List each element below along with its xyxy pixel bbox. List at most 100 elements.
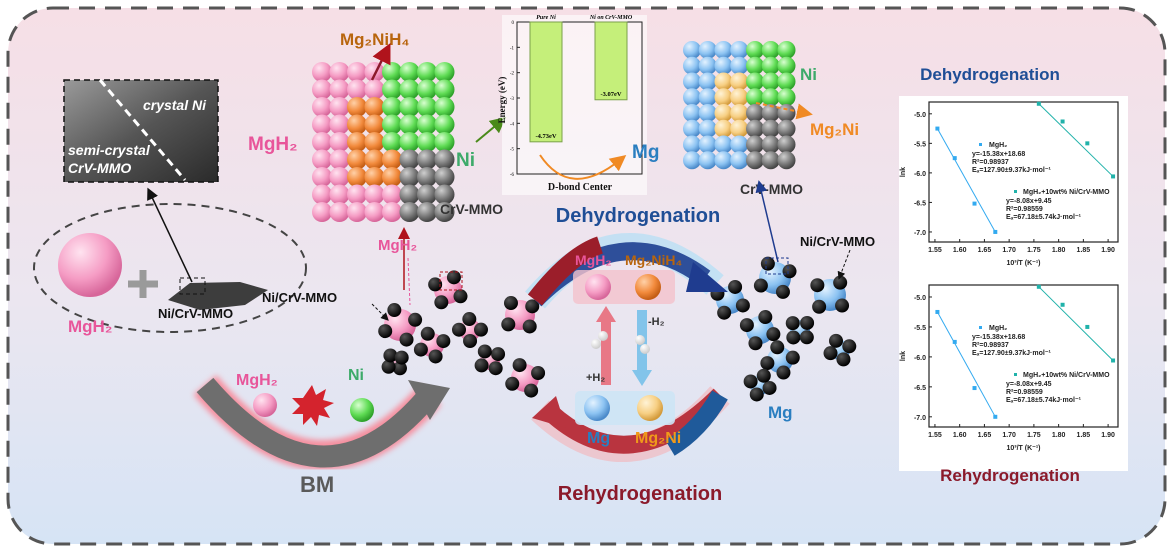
x-axis-label: 10³/T (K⁻¹)	[1006, 445, 1040, 452]
bar-category-label: Pure Ni	[536, 15, 556, 21]
h2-molecule	[635, 335, 645, 345]
bar-1	[594, 21, 628, 101]
mg2nih4-atom	[382, 167, 402, 187]
ni-atom	[417, 132, 437, 152]
dband-shift-arrow	[539, 154, 627, 180]
ni-crv-mmo-particle	[760, 356, 775, 371]
cycle-label-mg2ni: Mg₂Ni	[635, 430, 681, 447]
ni-crv-mmo-particle	[753, 278, 768, 293]
crystal-label-mg2ni: Mg₂Ni	[810, 120, 859, 139]
mg-atom	[683, 56, 701, 75]
mgh2-atom	[312, 132, 332, 152]
cr-v-mmo-atom	[746, 135, 764, 154]
mg-atom	[683, 151, 701, 170]
ni-crv-mmo-particle	[758, 310, 773, 325]
ni-crv-mmo-particle	[762, 380, 777, 395]
ni-crv-mmo-particle	[524, 383, 539, 398]
bar-xlabel: D-bond Center	[548, 182, 613, 193]
cr-v-mmo-atom	[434, 202, 455, 222]
crystal-label-crv-mmo: CrV-MMO	[440, 201, 503, 217]
label-ni-crv-mmo: Ni/CrV-MMO	[158, 306, 233, 321]
legend-ea: Eₐ=127.90±9.37kJ·mol⁻¹	[972, 167, 1052, 174]
tem-pointer-arrow	[147, 187, 193, 283]
data-point	[1036, 284, 1041, 289]
cycle-mg2ni-sphere	[637, 395, 663, 421]
legend-fit: y=-8.08x+9.45	[1006, 381, 1052, 388]
crystal-label-mg: Mg	[632, 142, 659, 163]
crystal-label-ni-blue: Ni	[800, 65, 817, 84]
ni-crv-mmo-particle	[785, 316, 800, 331]
ni-crv-mmo-particle	[776, 365, 791, 380]
crystal-label-ni: Ni	[456, 150, 475, 171]
legend-fit: y=-15.38x+18.68	[972, 151, 1025, 158]
ni-atom	[777, 41, 796, 59]
ni-atom	[746, 88, 764, 107]
cr-v-mmo-atom	[434, 167, 455, 187]
ni-crv-mmo-particle	[786, 330, 801, 345]
mg2nih4-atom	[347, 167, 367, 187]
bar-0	[529, 21, 563, 143]
ni-crv-mmo-particle	[812, 299, 827, 314]
data-point	[1111, 358, 1116, 363]
mg-atom	[698, 41, 717, 59]
mg-atom	[714, 41, 733, 59]
mg2nih4-atom	[364, 114, 385, 135]
cr-v-mmo-atom	[761, 151, 780, 170]
y-tick-label: -5.5	[914, 325, 926, 332]
mg-atom	[698, 72, 717, 91]
mgh2-atom	[347, 184, 367, 205]
zoom-blue-arrow	[755, 180, 779, 263]
bm-mgh2-sphere	[253, 393, 277, 417]
ni-crv-mmo-particle	[413, 342, 428, 357]
ni-atom	[761, 41, 780, 59]
particles-label-ni-crv-mmo: Ni/CrV-MMO	[262, 290, 337, 305]
mg2ni-atom	[730, 88, 749, 107]
legend-ea: Eₐ=67.18±5.74kJ·mol⁻¹	[1006, 397, 1082, 404]
mg-atom	[698, 119, 717, 138]
data-point	[1036, 101, 1041, 106]
ni-crv-mmo-particle	[383, 348, 398, 363]
x-tick-label: 1.85	[1077, 432, 1091, 439]
mg2nih4-atom	[364, 132, 385, 152]
mgh2-atom	[329, 62, 350, 82]
mgh2-atom	[329, 184, 350, 205]
ni-atom	[434, 97, 455, 117]
bar-category-label: Ni on CrV-MMO	[589, 15, 633, 21]
plus-icon	[128, 270, 158, 298]
ni-atom	[761, 88, 780, 107]
x-tick-label: 1.90	[1101, 247, 1115, 254]
ni-crv-mmo-particle	[477, 344, 492, 359]
mg-atom	[714, 56, 733, 75]
x-tick-label: 1.80	[1052, 247, 1066, 254]
h2-molecule	[640, 344, 650, 354]
cr-v-mmo-atom	[746, 119, 764, 138]
y-tick-label: -6.0	[914, 171, 926, 178]
cr-v-mmo-atom	[761, 119, 780, 138]
mgh2-atom	[382, 184, 402, 205]
data-point	[952, 339, 957, 344]
legend-marker	[979, 143, 982, 146]
ni-crv-mmo-particle	[387, 303, 402, 318]
fit-line-0	[936, 311, 996, 418]
mgh2-atom	[347, 202, 367, 222]
legend-r2: R²=0.98559	[1006, 389, 1043, 396]
y-tick-label: -5.0	[914, 295, 926, 302]
ni-atom	[417, 79, 437, 100]
ni-atom	[746, 72, 764, 91]
ni-crv-mmo-particle	[525, 299, 540, 314]
mg-atom	[730, 41, 749, 59]
mgh2-atom	[312, 202, 332, 222]
ni-crv-mmo-particle	[823, 346, 838, 361]
zoom-box-left	[439, 271, 463, 291]
bar-ytick-label: -1	[510, 46, 515, 51]
ni-crv-mmo-particle	[770, 340, 785, 355]
particles-label-mg: Mg	[768, 403, 793, 422]
mgh2-atom	[312, 149, 332, 170]
ni-atom	[417, 97, 437, 117]
minus-h2-label: -H₂	[648, 316, 665, 328]
ni-crv-mmo-particle	[782, 264, 797, 279]
absorption-arrow	[596, 306, 616, 322]
legend-r2: R²=0.98937	[972, 159, 1009, 166]
